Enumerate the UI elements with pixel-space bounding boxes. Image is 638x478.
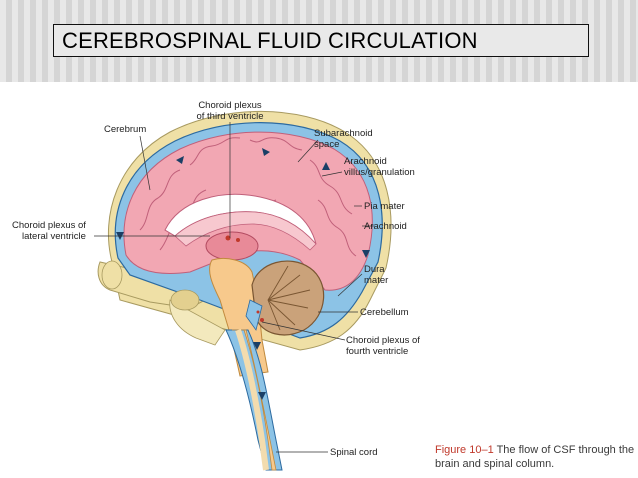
slide-title: CEREBROSPINAL FLUID CIRCULATION	[62, 28, 478, 53]
label-subarachnoid-2: space	[314, 139, 339, 150]
spinal-cord	[232, 329, 277, 471]
skull-base-lower	[169, 299, 226, 346]
corpus-callosum	[174, 211, 317, 251]
label-dura-1: Dura	[364, 264, 385, 275]
leader-lines	[94, 122, 374, 453]
cerebellum	[251, 260, 325, 336]
label-choroid-lateral-1: Choroid plexus of	[12, 220, 86, 231]
label-choroid-fourth-2: fourth ventricle	[346, 346, 408, 357]
label-choroid-third-2: of third ventricle	[196, 111, 263, 122]
nasal-bone	[101, 260, 123, 290]
label-cerebellum: Cerebellum	[360, 307, 409, 318]
label-arachnoid-villus-2: villus/granulation	[344, 167, 415, 178]
caption-text: The flow of CSF through the brain and sp…	[435, 444, 635, 470]
label-choroid-lateral-2: lateral ventricle	[22, 231, 86, 242]
label-pia-mater: Pia mater	[364, 201, 405, 212]
title-box: CEREBROSPINAL FLUID CIRCULATION	[53, 24, 589, 57]
third-ventricle	[205, 231, 259, 261]
label-spinal-cord: Spinal cord	[330, 447, 378, 458]
label-subarachnoid-1: Subarachnoid	[314, 128, 373, 139]
figure-caption: Figure 10–1 The flow of CSF through the …	[435, 443, 635, 471]
orbit	[170, 289, 200, 311]
label-arachnoid: Arachnoid	[364, 221, 407, 232]
arbor-vitae	[267, 265, 311, 331]
choroid-plexus-marks	[225, 235, 264, 322]
spinal-cord-center	[235, 329, 269, 471]
label-choroid-third-1: Choroid plexus	[198, 100, 262, 111]
label-dura-2: mater	[364, 275, 388, 286]
caption-figure-number: Figure 10–1	[435, 444, 494, 456]
fourth-ventricle	[245, 299, 263, 331]
label-arachnoid-villus-1: Arachnoid	[344, 156, 387, 167]
label-cerebrum: Cerebrum	[104, 124, 146, 135]
label-choroid-fourth-1: Choroid plexus of	[346, 335, 420, 346]
flow-arrows	[116, 148, 370, 400]
